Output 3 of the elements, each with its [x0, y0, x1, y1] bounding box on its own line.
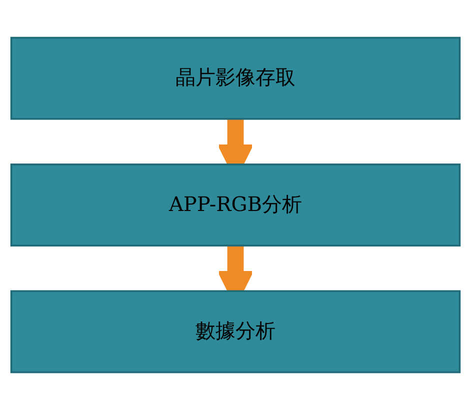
- node-box: 晶片影像存取: [10, 36, 461, 120]
- node-box: 數據分析: [10, 290, 461, 374]
- node-box: APP-RGB分析: [10, 164, 461, 246]
